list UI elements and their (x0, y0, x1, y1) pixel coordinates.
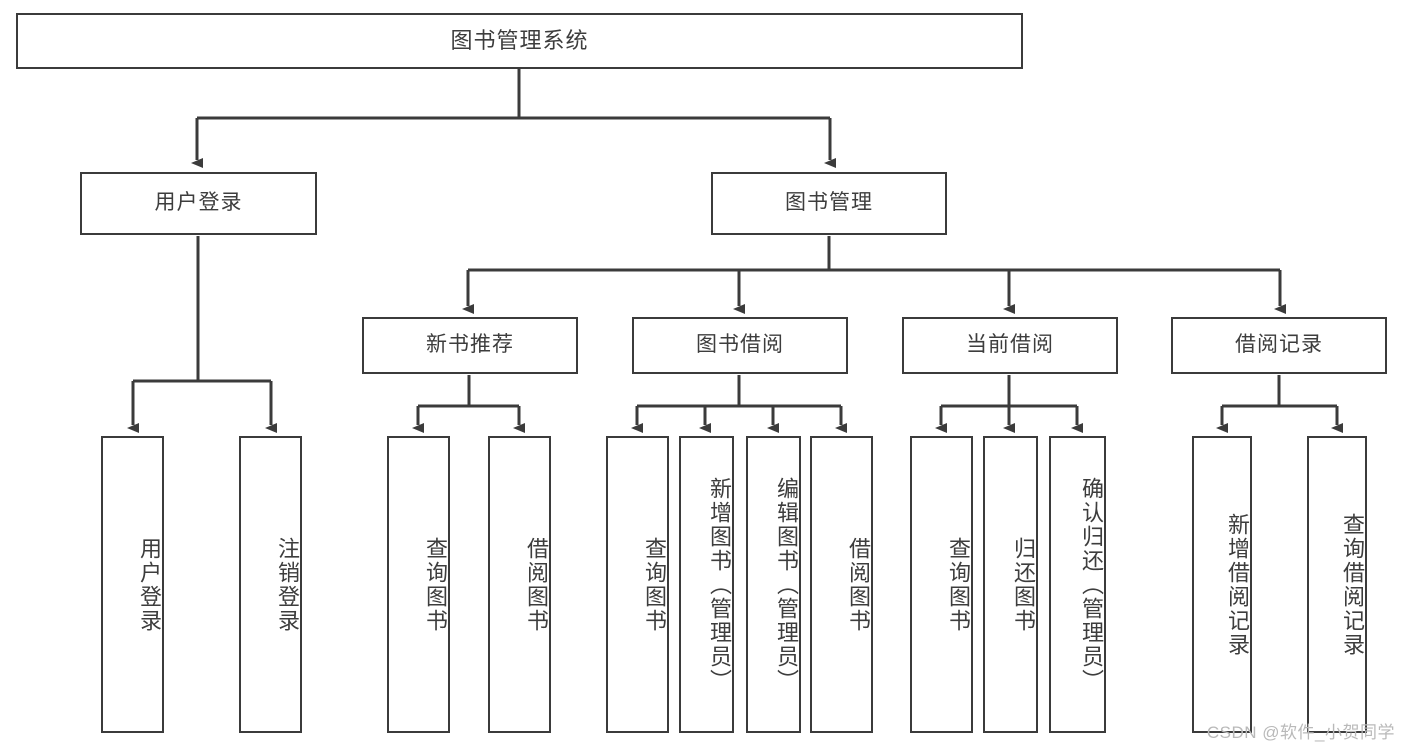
node-leaf-return-book[interactable]: 归还图书 (983, 436, 1038, 733)
node-label: 用户登录 (137, 536, 162, 633)
node-label: 图书借阅 (696, 333, 784, 357)
node-label: 新增借阅记录 (1225, 512, 1250, 657)
node-leaf-add-borrow-record[interactable]: 新增借阅记录 (1192, 436, 1252, 733)
node-label: 查询图书 (423, 536, 448, 633)
node-leaf-query-book-new[interactable]: 查询图书 (387, 436, 450, 733)
node-borrow-record[interactable]: 借阅记录 (1171, 317, 1387, 374)
node-leaf-query-book-borrow[interactable]: 查询图书 (606, 436, 669, 733)
node-leaf-edit-book-admin[interactable]: 编辑图书（管理员） (746, 436, 801, 733)
node-label: 查询图书 (946, 536, 971, 633)
node-current-borrow[interactable]: 当前借阅 (902, 317, 1118, 374)
node-label: 图书管理 (785, 191, 873, 215)
node-user-login[interactable]: 用户登录 (80, 172, 317, 235)
node-leaf-query-book-current[interactable]: 查询图书 (910, 436, 973, 733)
node-leaf-borrow-book-new[interactable]: 借阅图书 (488, 436, 551, 733)
node-new-book-recommend[interactable]: 新书推荐 (362, 317, 578, 374)
node-leaf-user-login[interactable]: 用户登录 (101, 436, 164, 733)
node-book-borrow[interactable]: 图书借阅 (632, 317, 848, 374)
node-label: 查询借阅记录 (1340, 512, 1365, 657)
node-label: 借阅记录 (1235, 333, 1323, 357)
node-label: 新书推荐 (426, 333, 514, 357)
node-leaf-query-borrow-record[interactable]: 查询借阅记录 (1307, 436, 1367, 733)
node-label: 确认归还（管理员） (1079, 476, 1104, 693)
node-leaf-borrow-book[interactable]: 借阅图书 (810, 436, 873, 733)
node-label: 编辑图书（管理员） (774, 476, 799, 693)
node-label: 图书管理系统 (450, 28, 589, 54)
node-leaf-logout[interactable]: 注销登录 (239, 436, 302, 733)
node-label: 借阅图书 (524, 536, 549, 633)
node-label: 注销登录 (275, 536, 300, 633)
node-label: 用户登录 (154, 191, 243, 215)
node-label: 新增图书（管理员） (707, 476, 732, 693)
node-label: 查询图书 (642, 536, 667, 633)
node-leaf-add-book-admin[interactable]: 新增图书（管理员） (679, 436, 734, 733)
node-book-management[interactable]: 图书管理 (711, 172, 947, 235)
csdn-watermark: CSDN @软件_小贺同学 (1206, 723, 1395, 742)
node-label: 归还图书 (1011, 536, 1036, 633)
node-label: 借阅图书 (846, 536, 871, 633)
node-leaf-confirm-return-admin[interactable]: 确认归还（管理员） (1049, 436, 1106, 733)
node-root-system[interactable]: 图书管理系统 (16, 13, 1023, 69)
node-label: 当前借阅 (966, 333, 1054, 357)
